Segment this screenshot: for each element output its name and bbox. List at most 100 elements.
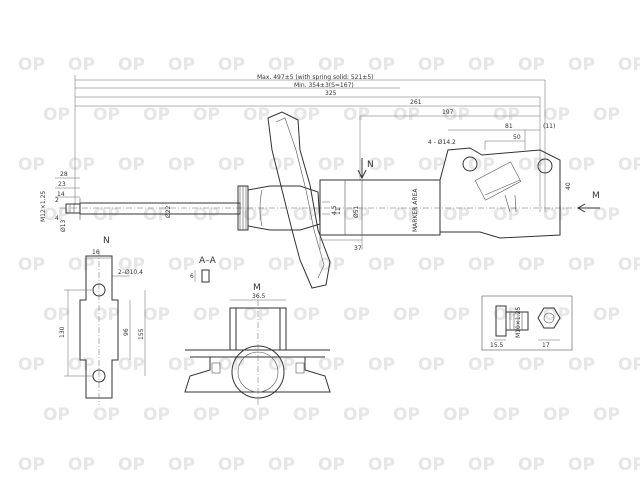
watermark-text: OP	[193, 205, 220, 225]
watermark-text: OP	[168, 55, 195, 75]
watermark-text: OP	[593, 205, 620, 225]
watermark-text: OP	[43, 105, 70, 125]
watermark-text: OP	[543, 105, 570, 125]
dim-4: 4	[55, 215, 59, 222]
watermark-text: OP	[618, 455, 640, 475]
watermark-text: OP	[543, 305, 570, 325]
view-n-dim-155: 155	[138, 328, 145, 340]
watermark-text: OP	[118, 355, 145, 375]
watermark-text: OP	[68, 455, 95, 475]
watermark-text: OP	[468, 355, 495, 375]
thread-m12: M12×1.25	[40, 191, 47, 222]
watermark-text: OP	[418, 355, 445, 375]
bolt-dim-15-5: 15.5	[490, 342, 504, 349]
watermark-text: OP	[518, 55, 545, 75]
watermark-text: OP	[443, 205, 470, 225]
watermark-text: OP	[243, 105, 270, 125]
watermark-text: OP	[293, 105, 320, 125]
watermark-text: OP	[93, 105, 120, 125]
watermark-text: OP	[168, 355, 195, 375]
watermark-text: OP	[168, 155, 195, 175]
watermark-text: OP	[368, 55, 395, 75]
watermark-text: OP	[93, 305, 120, 325]
watermark-text: OP	[418, 55, 445, 75]
watermark-text: OP	[468, 155, 495, 175]
watermark-text: OP	[118, 255, 145, 275]
watermark-text: OP	[443, 405, 470, 425]
dim-11: (11)	[543, 123, 555, 130]
watermark-text: OP	[593, 305, 620, 325]
watermark-text: OP	[68, 155, 95, 175]
watermark-text: OP	[568, 155, 595, 175]
view-m-arrow-label: M	[592, 191, 600, 201]
dim-50: 50	[513, 134, 521, 141]
watermark-text: OP	[168, 455, 195, 475]
watermark-text: OP	[243, 405, 270, 425]
watermark-text: OP	[343, 405, 370, 425]
watermark-text: OP	[143, 105, 170, 125]
watermark-text: OP	[418, 255, 445, 275]
dim-4-5: 4.5	[331, 205, 338, 215]
watermark-text: OP	[168, 255, 195, 275]
bolt-dim-17: 17	[542, 342, 550, 349]
watermark-text: OP	[493, 205, 520, 225]
watermark-text: OP	[318, 55, 345, 75]
watermark-text: OP	[618, 355, 640, 375]
watermark-text: OP	[43, 205, 70, 225]
watermark-text: OP	[18, 155, 45, 175]
watermark-text: OP	[418, 455, 445, 475]
section-aa-dim-6: 6	[190, 273, 194, 280]
view-m-label: M	[253, 283, 261, 293]
watermark-text: OP	[593, 105, 620, 125]
watermark-text: OP	[118, 455, 145, 475]
dim-23: 23	[58, 181, 66, 188]
watermark-text: OP	[443, 105, 470, 125]
watermark-text: OP	[568, 455, 595, 475]
watermark-text: OP	[43, 405, 70, 425]
watermark-text: OP	[18, 355, 45, 375]
watermark-text: OP	[493, 405, 520, 425]
view-n-hole: 2–Ø10.4	[118, 269, 143, 276]
watermark-text: OP	[368, 255, 395, 275]
watermark-text: OP	[368, 355, 395, 375]
min-length-label: Min. 354±3(S=167)	[294, 82, 354, 89]
watermark-text: OP	[318, 455, 345, 475]
watermark-text: OP	[343, 105, 370, 125]
view-m: M 36.5	[184, 283, 331, 405]
watermark-text: OP	[218, 55, 245, 75]
section-aa: A–A 6	[190, 256, 217, 283]
strut-main-view: 28 23 14 2 4 M12×1.25 Ø13 Ø22 MARKER ARE…	[40, 111, 600, 289]
watermark-text: OP	[368, 155, 395, 175]
view-n-top-label: N	[367, 160, 374, 170]
watermark-text: OP	[143, 205, 170, 225]
view-n-dim-130: 130	[59, 326, 66, 338]
view-n: N 16 2–Ø10.4 130 96 155	[59, 236, 146, 405]
watermark-text: OP	[618, 155, 640, 175]
watermark-pattern: OP OP OP OP OP OP OP OP OP OP OP OP OP OP OP OP OP OP OP OP…	[18, 55, 640, 475]
watermark-text: OP	[393, 105, 420, 125]
bracket-hole-left	[462, 156, 478, 172]
watermark-text: OP	[218, 355, 245, 375]
section-aa-label: A–A	[199, 256, 217, 266]
view-n-label: N	[103, 236, 110, 246]
dim-d51: Ø51	[353, 205, 360, 218]
watermark-text: OP	[568, 355, 595, 375]
holes-dim: 4 - Ø14.2	[428, 139, 456, 146]
watermark-text: OP	[593, 405, 620, 425]
overall-dimensions: Max. 497±5 (with spring solid: 521±5) Mi…	[74, 74, 555, 212]
watermark-text: OP	[318, 255, 345, 275]
dim-28: 28	[60, 171, 68, 178]
watermark-text: OP	[568, 55, 595, 75]
bolt-detail: 15.5 M10×1.25 17	[481, 295, 573, 351]
bracket-hole-right	[537, 158, 553, 174]
watermark-text: OP	[118, 55, 145, 75]
watermark-text: OP	[518, 155, 545, 175]
watermark-text: OP	[518, 455, 545, 475]
dim-d22: Ø22	[165, 205, 172, 218]
watermark-text: OP	[268, 455, 295, 475]
watermark-text: OP	[468, 455, 495, 475]
watermark-text: OP	[393, 205, 420, 225]
dim-2: 2	[55, 197, 59, 204]
watermark-text: OP	[68, 355, 95, 375]
